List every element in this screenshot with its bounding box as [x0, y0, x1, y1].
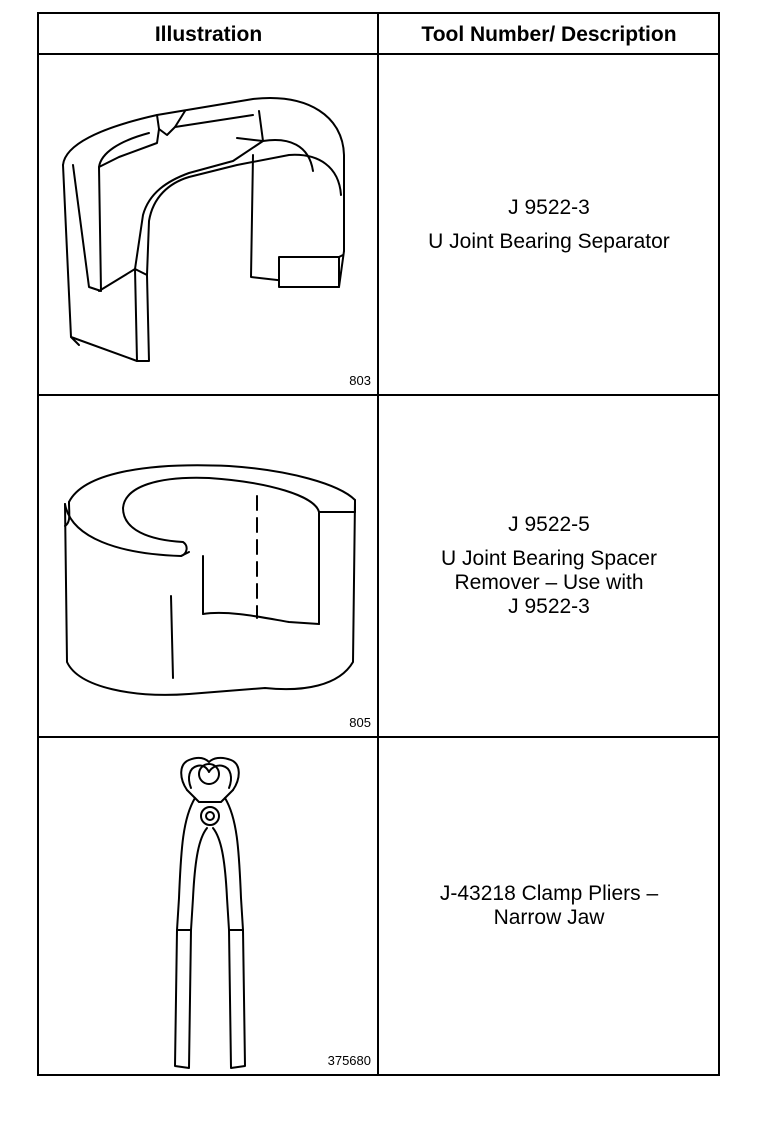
tool-description-line: Narrow Jaw [493, 906, 605, 929]
u-joint-bearing-spacer-remover-illustration [64, 464, 356, 696]
header-tool-description: Tool Number/ Description [421, 22, 677, 46]
figure-number: 803 [349, 373, 371, 388]
clamp-pliers-illustration [174, 756, 246, 1069]
tool-table: Illustration Tool Number/ Description 80… [37, 12, 720, 1076]
description-cell: J-43218 Clamp Pliers – Narrow Jaw [380, 738, 718, 1074]
column-divider [377, 14, 379, 1074]
tool-description-line: J 9522-3 [508, 595, 590, 618]
u-joint-bearing-separator-illustration [62, 97, 345, 362]
illustration-cell: 805 [39, 396, 377, 736]
illustration-cell: 803 [39, 55, 377, 394]
tool-description: U Joint Bearing Separator [428, 229, 670, 253]
row-divider [39, 736, 718, 738]
description-cell: J 9522-3 U Joint Bearing Separator [380, 55, 718, 394]
figure-number: 805 [349, 715, 371, 730]
figure-number: 375680 [327, 1053, 371, 1068]
illustration-cell: 375680 [39, 738, 377, 1074]
tool-description-line: J-43218 Clamp Pliers – [439, 882, 659, 905]
tool-number: J 9522-3 [508, 195, 590, 219]
header-illustration: Illustration [154, 22, 263, 46]
description-cell: J 9522-5 U Joint Bearing Spacer Remover … [380, 396, 718, 736]
tool-number: J 9522-5 [508, 513, 590, 536]
tool-description-line: U Joint Bearing Spacer [441, 547, 657, 570]
row-divider [39, 394, 718, 396]
row-divider [39, 53, 718, 55]
tool-description-line: Remover – Use with [454, 571, 644, 594]
